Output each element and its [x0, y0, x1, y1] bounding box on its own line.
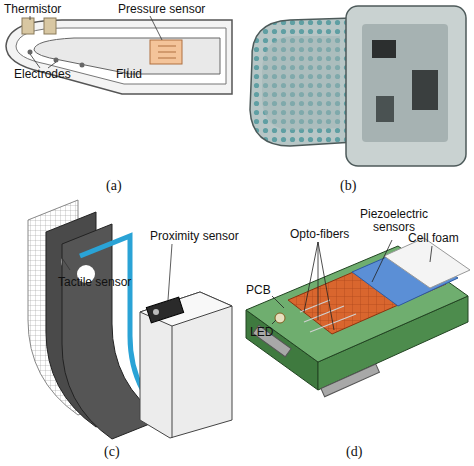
- circuit-board: [362, 24, 448, 142]
- housing-top: [140, 292, 232, 326]
- housing: [140, 292, 232, 438]
- chip: [412, 70, 438, 110]
- leader-line: [272, 240, 432, 330]
- housing-edge: [172, 326, 173, 438]
- part-label: Thermistor: [4, 3, 61, 16]
- electrode: [28, 50, 33, 55]
- part-label: Electrodes: [14, 68, 71, 81]
- pressure-sensor-part: [150, 40, 182, 64]
- connector: [321, 364, 379, 397]
- chip: [376, 96, 394, 122]
- sensor-detail: [158, 46, 176, 58]
- opto-fiber: [300, 300, 356, 332]
- part-label: PCB: [246, 284, 271, 297]
- part-label: Cell foam: [408, 232, 459, 245]
- part-label: Piezoelectric sensors: [356, 208, 432, 234]
- core: [262, 36, 340, 130]
- electrode: [80, 63, 85, 68]
- fingertip-outline: [6, 20, 232, 94]
- sensor-photo: [250, 6, 466, 166]
- pcb-module: [246, 238, 470, 397]
- part-label: Fluid: [116, 68, 142, 81]
- led-part: [275, 313, 285, 323]
- panel-label: (d): [346, 444, 362, 459]
- part-label: Proximity sensor: [150, 230, 239, 243]
- part-label: Pressure sensor: [118, 3, 205, 16]
- part-label: LED: [250, 326, 273, 339]
- leader-line: [62, 244, 172, 300]
- lens: [153, 309, 159, 315]
- part-label: Opto-fibers: [290, 228, 349, 241]
- fingertip-skin: [250, 18, 354, 146]
- sensor-body: [346, 6, 466, 166]
- thermistor-part: [44, 18, 56, 34]
- electrode: [54, 58, 59, 63]
- chip: [372, 40, 396, 58]
- fingertip-section: [6, 16, 232, 94]
- part-label: Tactile sensor: [58, 276, 131, 289]
- panel-label: (c): [104, 444, 120, 459]
- panel-label: (b): [340, 178, 356, 193]
- thermistor-part: [22, 18, 34, 34]
- cell-foam-part: [384, 238, 470, 288]
- panel-label: (a): [106, 178, 122, 193]
- proximity-sensor-part: [146, 297, 183, 323]
